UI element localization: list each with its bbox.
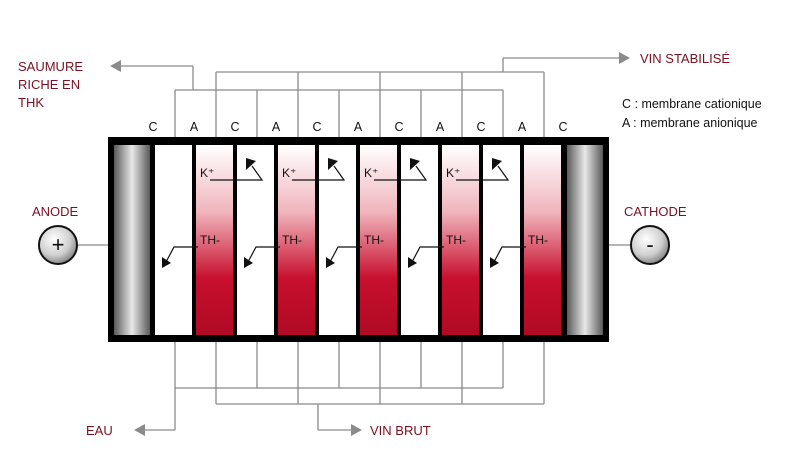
brine-compartment xyxy=(483,145,520,335)
cathode-minus-icon: - xyxy=(646,232,653,257)
arrow-eau-out xyxy=(134,424,145,436)
cation-migration-line xyxy=(210,165,264,181)
anode-plate xyxy=(114,145,150,335)
cathode-terminal: - xyxy=(630,225,670,265)
anion-arrowhead xyxy=(162,257,171,268)
membrane-label: C xyxy=(476,120,485,134)
cation-arrowhead xyxy=(328,158,338,170)
brine-compartment xyxy=(401,145,438,335)
cation-arrowhead xyxy=(492,158,502,170)
anion-label: TH- xyxy=(282,233,302,247)
brine-compartment xyxy=(319,145,356,335)
wine-compartment xyxy=(524,145,561,335)
cation-migration-line xyxy=(292,165,346,181)
wine-compartment xyxy=(442,145,479,335)
anion-migration-line xyxy=(329,246,362,263)
wine-compartment xyxy=(278,145,315,335)
anion-label: TH- xyxy=(446,233,466,247)
electrodialysis-stack: TH- K⁺ TH- K⁺ TH- K⁺ TH- K⁺ TH- xyxy=(108,137,609,342)
saumure-line-3: THK xyxy=(18,95,44,110)
anion-migration-line xyxy=(493,246,526,263)
anion-arrowhead xyxy=(326,257,335,268)
cation-migration-line xyxy=(456,165,510,181)
membrane-label: A xyxy=(272,120,281,134)
anion-migration-line xyxy=(247,246,280,263)
pipe-network xyxy=(78,57,632,431)
legend-anionique: A : membrane anionique xyxy=(622,116,758,130)
saumure-label: SAUMURE RICHE EN THK xyxy=(18,59,83,110)
cation-arrowhead xyxy=(410,158,420,170)
vin-stabilise-label: VIN STABILISÉ xyxy=(640,51,730,66)
cation-arrowhead xyxy=(246,158,256,170)
brine-compartment xyxy=(237,145,274,335)
anode-label: ANODE xyxy=(32,204,79,219)
cation-label: K⁺ xyxy=(364,166,378,180)
membrane-label: A xyxy=(354,120,363,134)
membrane-label: A xyxy=(436,120,445,134)
arrow-vin-brut-in xyxy=(351,424,362,436)
saumure-line-1: SAUMURE xyxy=(18,59,83,74)
wine-compartment xyxy=(360,145,397,335)
cation-label: K⁺ xyxy=(282,166,296,180)
anion-label: TH- xyxy=(528,233,548,247)
brine-compartment xyxy=(155,145,192,335)
membrane-label: C xyxy=(230,120,239,134)
membrane-label: C xyxy=(558,120,567,134)
arrow-saumure-out xyxy=(110,60,121,72)
anode-plus-icon: + xyxy=(52,232,65,257)
cathode-plate xyxy=(567,145,603,335)
arrow-vin-stabilise-out xyxy=(619,52,630,64)
anion-arrowhead xyxy=(490,257,499,268)
membrane-label: C xyxy=(312,120,321,134)
anion-arrowhead xyxy=(244,257,253,268)
anion-arrowhead xyxy=(408,257,417,268)
membrane-label: A xyxy=(190,120,199,134)
cation-migration-line xyxy=(374,165,428,181)
cathode-label: CATHODE xyxy=(624,204,687,219)
anion-label: TH- xyxy=(364,233,384,247)
membrane-label: C xyxy=(394,120,403,134)
membrane-label: A xyxy=(518,120,527,134)
anion-label: TH- xyxy=(200,233,220,247)
cation-label: K⁺ xyxy=(446,166,460,180)
cation-label: K⁺ xyxy=(200,166,214,180)
wine-compartment xyxy=(196,145,233,335)
flow-arrows xyxy=(110,52,630,436)
saumure-line-2: RICHE EN xyxy=(18,77,80,92)
anion-migration-line xyxy=(165,246,198,263)
anion-migration-line xyxy=(411,246,444,263)
membrane-label: C xyxy=(148,120,157,134)
legend-cationique: C : membrane cationique xyxy=(622,97,762,111)
vin-brut-label: VIN BRUT xyxy=(370,423,431,438)
eau-label: EAU xyxy=(86,423,113,438)
anode-terminal: + xyxy=(38,225,78,265)
ion-migrations xyxy=(162,158,526,268)
